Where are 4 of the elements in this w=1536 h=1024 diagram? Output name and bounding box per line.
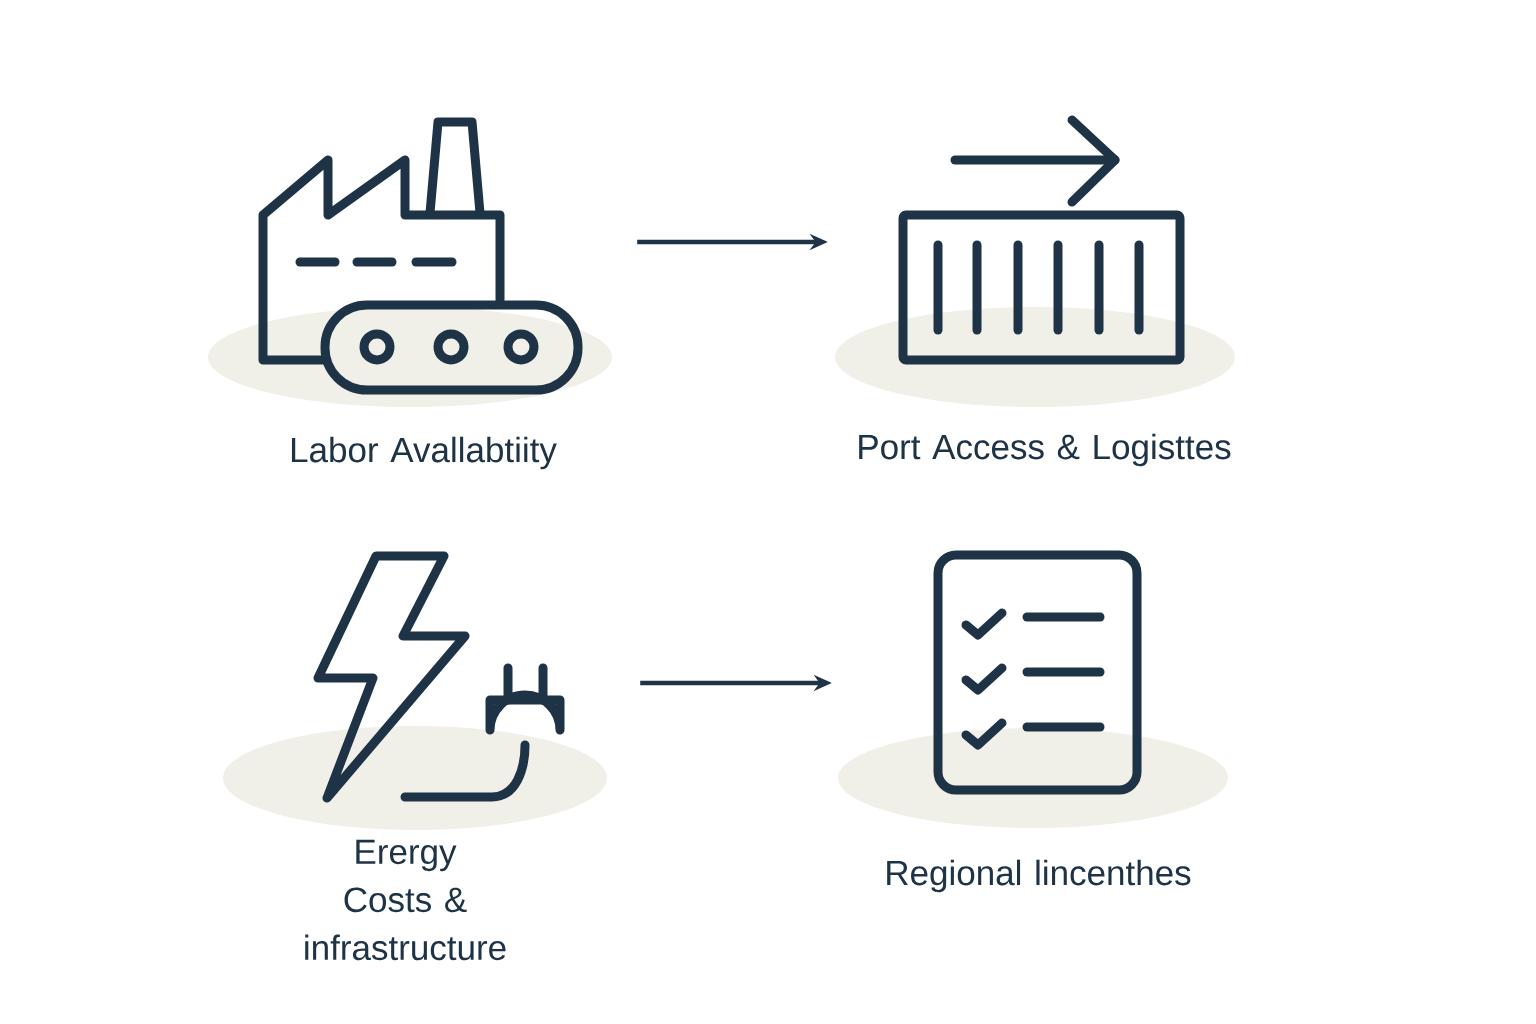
factor-label: Labor Avallabtiity [291,436,557,470]
factor-label: Port Access & Logisttes [859,433,1231,467]
factor-label: Erergy Costs & infrastructure [305,839,506,961]
factor-label: Regional lincenthes [887,859,1191,893]
